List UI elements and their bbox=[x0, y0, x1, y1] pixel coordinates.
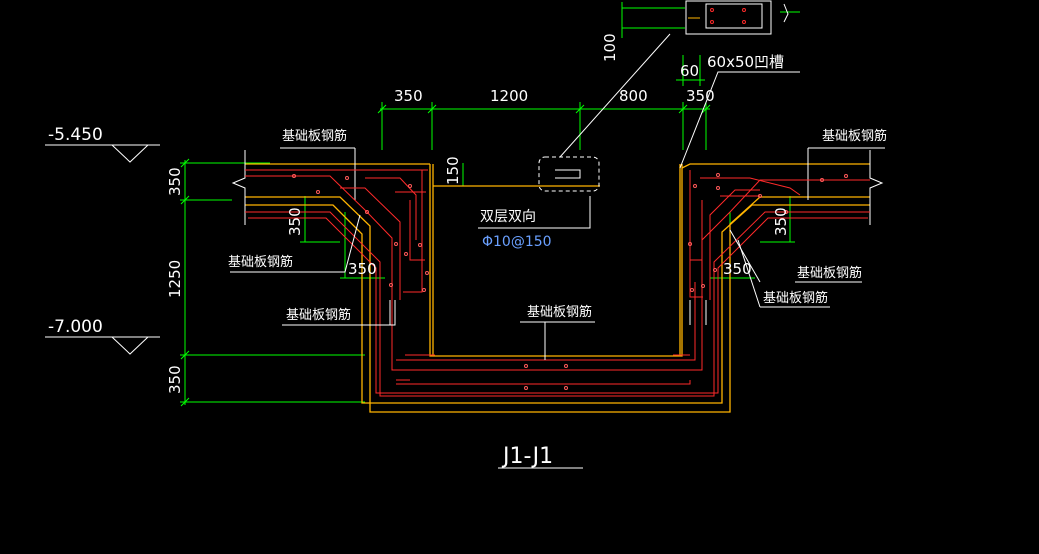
dimension-lines bbox=[180, 2, 795, 407]
dim-left-350-bottom: 350 bbox=[166, 365, 184, 394]
label-rebar-spec: Φ10@150 bbox=[482, 234, 552, 250]
label-double-layer: 双层双向 bbox=[480, 209, 536, 225]
groove-callout-dashed bbox=[538, 156, 600, 192]
rebar-lines bbox=[245, 169, 870, 397]
groove-label: 60x50凹槽 bbox=[707, 53, 784, 71]
dim-left-350-top: 350 bbox=[166, 167, 184, 196]
dim-slab-150: 150 bbox=[444, 156, 462, 185]
dim-top-350-left: 350 bbox=[394, 87, 423, 105]
label-slab-rebar-low-right: 基础板钢筋 bbox=[763, 290, 828, 306]
concrete-outline bbox=[245, 163, 870, 413]
label-slab-rebar-low-left: 基础板钢筋 bbox=[286, 307, 351, 323]
groove-callout-shape bbox=[555, 169, 581, 179]
level-bottom: -7.000 bbox=[48, 317, 103, 337]
dim-inner-350-left: 350 bbox=[286, 207, 304, 236]
label-slab-rebar-mid-right: 基础板钢筋 bbox=[797, 265, 862, 281]
section-title: J1-J1 bbox=[501, 444, 553, 469]
label-slab-rebar-mid-left: 基础板钢筋 bbox=[228, 254, 293, 270]
label-slab-rebar-bottom: 基础板钢筋 bbox=[527, 304, 592, 320]
dim-groove-60: 60 bbox=[680, 62, 699, 80]
dim-left-1250: 1250 bbox=[166, 260, 184, 298]
dim-top-800: 800 bbox=[619, 87, 648, 105]
level-top: -5.450 bbox=[48, 125, 103, 145]
label-slab-rebar-top-left: 基础板钢筋 bbox=[282, 128, 347, 144]
dim-groove-100: 100 bbox=[601, 33, 619, 62]
label-slab-rebar-top-right: 基础板钢筋 bbox=[822, 128, 887, 144]
dim-top-1200: 1200 bbox=[490, 87, 528, 105]
groove-detail bbox=[685, 0, 800, 35]
leader-lines bbox=[45, 33, 885, 469]
dim-slope-350-right: 350 bbox=[723, 260, 752, 278]
break-marks bbox=[231, 148, 884, 225]
dim-slope-350-left: 350 bbox=[348, 260, 377, 278]
dim-inner-350-right: 350 bbox=[772, 207, 790, 236]
rebar-dots bbox=[292, 173, 848, 390]
dim-top-350-right: 350 bbox=[686, 87, 715, 105]
